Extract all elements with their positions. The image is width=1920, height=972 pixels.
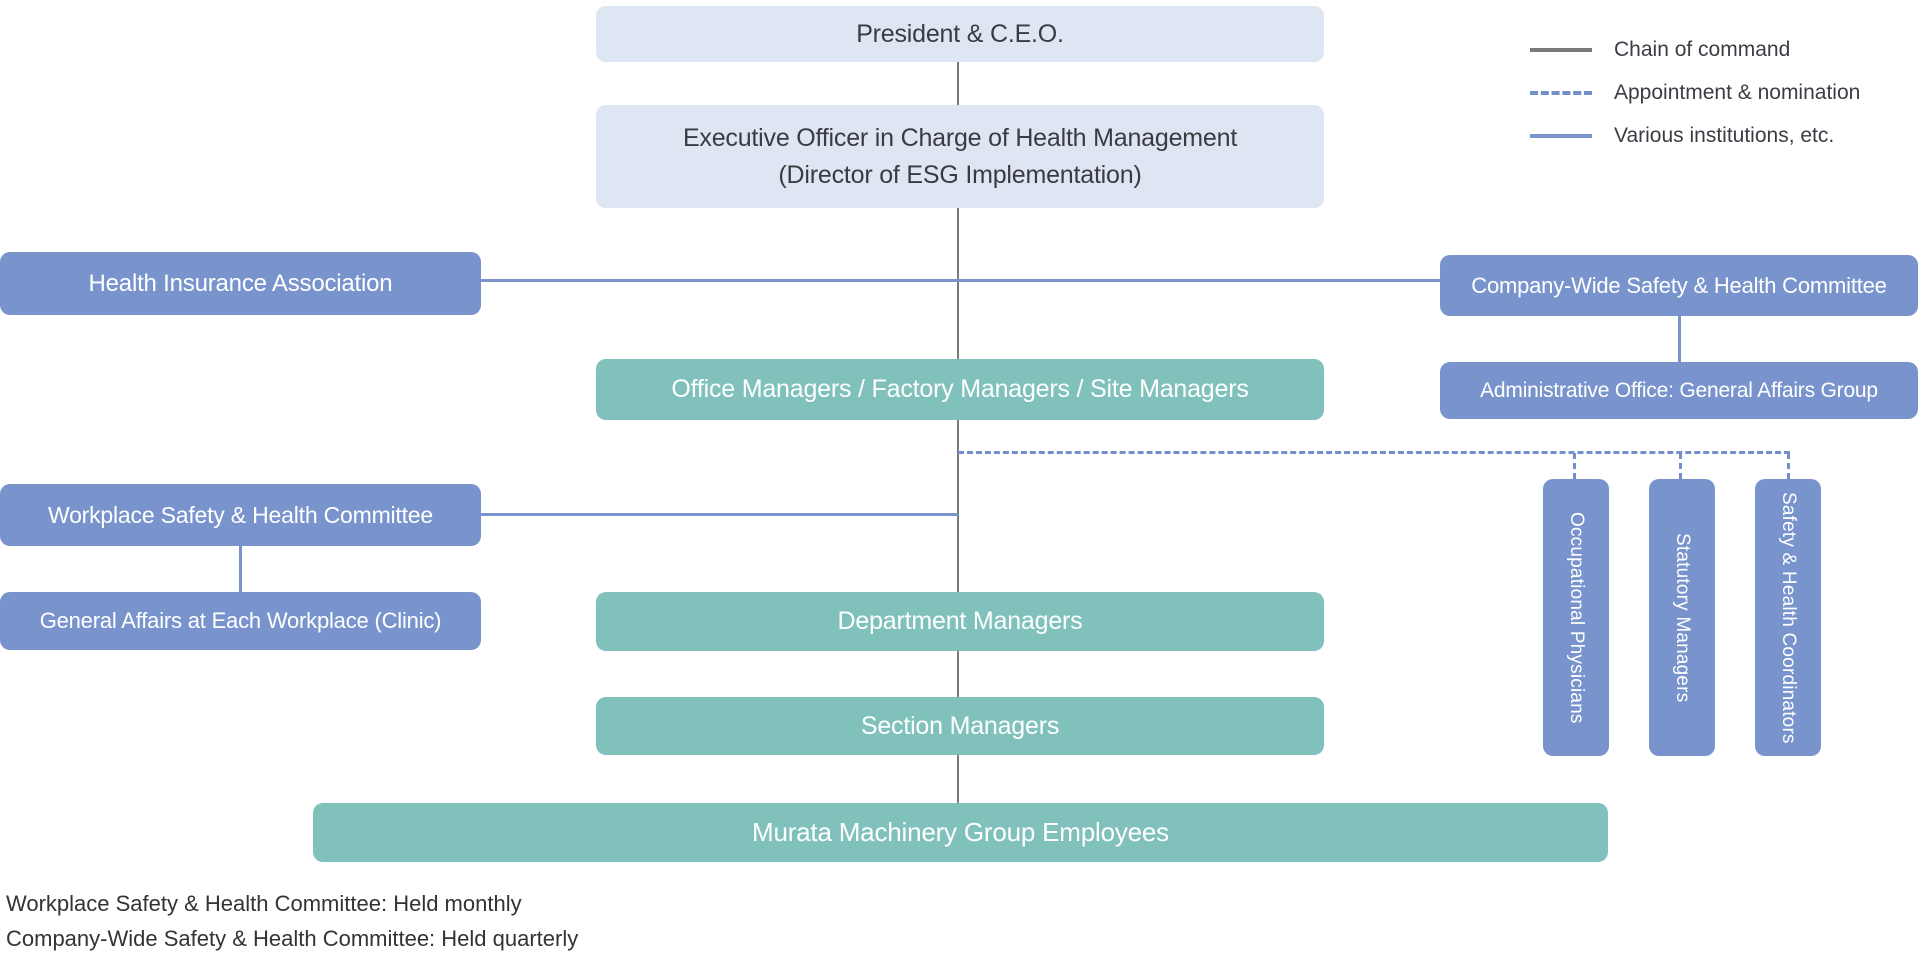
- president-box: President & C.E.O.: [596, 6, 1324, 62]
- admin-office-box: Administrative Office: General Affairs G…: [1440, 362, 1918, 419]
- footnote-workplace-committee: Workplace Safety & Health Committee: Hel…: [6, 891, 522, 916]
- nomination-dashed-drop-occupational: [1573, 453, 1576, 479]
- health-insurance-label: Health Insurance Association: [88, 269, 393, 297]
- institution-line-insurance-committee: [481, 279, 1440, 282]
- executive-officer-label-line2: (Director of ESG Implementation): [778, 160, 1142, 189]
- employees-label: Murata Machinery Group Employees: [751, 817, 1169, 847]
- department-managers-label: Department Managers: [837, 607, 1083, 635]
- nomination-dashed-drop-coordinators: [1787, 453, 1790, 479]
- institution-line-workplace-generalaffairs: [239, 546, 242, 592]
- appointment-nomination-dashed-line-icon: [1530, 91, 1592, 95]
- health-insurance-box: Health Insurance Association: [0, 252, 481, 315]
- office-managers-box: Office Managers / Factory Managers / Sit…: [596, 359, 1324, 420]
- legend-row-chain-of-command: Chain of command: [1530, 36, 1860, 64]
- nomination-dashed-drop-statutory: [1679, 453, 1682, 479]
- safety-coordinators-box: Safety & Health Coordinators: [1755, 479, 1821, 756]
- admin-office-label: Administrative Office: General Affairs G…: [1480, 378, 1878, 402]
- general-affairs-box: General Affairs at Each Workplace (Clini…: [0, 592, 481, 650]
- executive-officer-label-line1: Executive Officer in Charge of Health Ma…: [682, 123, 1238, 152]
- chain-line-main-spine: [957, 208, 959, 804]
- general-affairs-label: General Affairs at Each Workplace (Clini…: [39, 608, 442, 633]
- workplace-committee-label: Workplace Safety & Health Committee: [47, 501, 433, 528]
- safety-coordinators-label: Safety & Health Coordinators: [1778, 491, 1799, 744]
- footnotes: Workplace Safety & Health Committee: Hel…: [6, 886, 578, 956]
- occupational-physicians-box: Occupational Physicians: [1543, 479, 1609, 756]
- department-managers-box: Department Managers: [596, 592, 1324, 651]
- company-wide-committee-box: Company-Wide Safety & Health Committee: [1440, 255, 1918, 316]
- footnote-company-wide-committee: Company-Wide Safety & Health Committee: …: [6, 926, 579, 951]
- institution-line-committee-adminoffice: [1678, 316, 1681, 362]
- legend: Chain of command Appointment & nominatio…: [1530, 36, 1860, 165]
- executive-officer-box: Executive Officer in Charge of Health Ma…: [596, 105, 1324, 208]
- legend-label-chain-of-command: Chain of command: [1614, 38, 1791, 61]
- section-managers-label: Section Managers: [860, 711, 1060, 740]
- section-managers-box: Section Managers: [596, 697, 1324, 755]
- legend-row-various-institutions: Various institutions, etc.: [1530, 122, 1860, 150]
- legend-label-various-institutions: Various institutions, etc.: [1614, 124, 1835, 147]
- various-institutions-line-icon: [1530, 134, 1592, 138]
- legend-label-appointment-nomination: Appointment & nomination: [1614, 81, 1861, 104]
- statutory-managers-box: Statutory Managers: [1649, 479, 1715, 756]
- employees-box: Murata Machinery Group Employees: [313, 803, 1608, 862]
- chain-line-president-executive: [957, 62, 959, 106]
- occupational-physicians-label: Occupational Physicians: [1566, 511, 1587, 724]
- legend-row-appointment-nomination: Appointment & nomination: [1530, 79, 1860, 107]
- workplace-committee-box: Workplace Safety & Health Committee: [0, 484, 481, 546]
- chain-of-command-line-icon: [1530, 48, 1592, 52]
- statutory-managers-label: Statutory Managers: [1672, 532, 1693, 703]
- institution-line-workplace-spine: [481, 513, 958, 516]
- nomination-dashed-line-horizontal: [958, 451, 1790, 454]
- office-managers-label: Office Managers / Factory Managers / Sit…: [671, 375, 1249, 403]
- president-label: President & C.E.O.: [856, 19, 1064, 48]
- company-wide-committee-label: Company-Wide Safety & Health Committee: [1471, 272, 1887, 298]
